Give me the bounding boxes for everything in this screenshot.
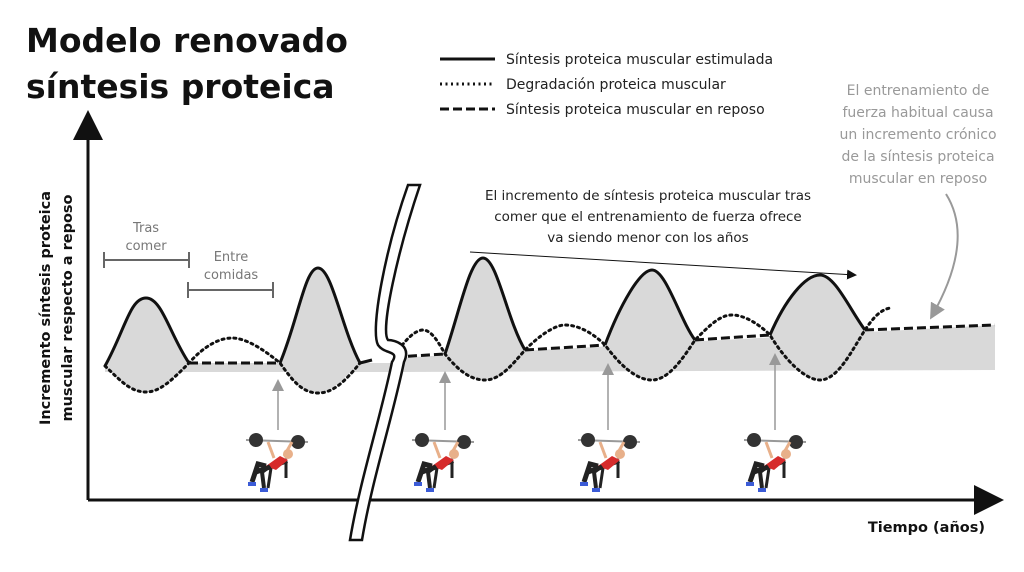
y-axis-label-line-2: muscular respecto a reposo — [60, 194, 76, 421]
bracket-after-eating — [103, 252, 190, 268]
bench-press-icon — [578, 433, 640, 492]
chronic-line-2: fuerza habitual causa — [842, 105, 993, 121]
bench-press-icon — [246, 433, 308, 492]
trend-line-1: El incremento de síntesis proteica muscu… — [485, 188, 811, 204]
legend-label-rest: Síntesis proteica muscular en reposo — [506, 102, 765, 118]
axis-break — [348, 183, 422, 542]
legend-label-degradation: Degradación proteica muscular — [506, 77, 726, 93]
bench-press-icon — [412, 433, 474, 492]
bracket-between-meals-line-1: Entre — [214, 250, 249, 265]
trend-arrow — [469, 251, 857, 280]
title-line-2: síntesis proteica — [26, 67, 335, 106]
bracket-between-meals-line-2: comidas — [204, 268, 259, 283]
trend-line-3: va siendo menor con los años — [547, 230, 748, 246]
degradation-line — [103, 306, 892, 395]
chronic-line-5: muscular en reposo — [849, 171, 987, 187]
rest-band-left — [105, 363, 395, 372]
bracket-after-eating-line-1: Tras — [132, 221, 159, 236]
legend-label-stimulated: Síntesis proteica muscular estimulada — [506, 52, 773, 68]
training-arrows — [272, 353, 781, 430]
y-axis-label-line-1: Incremento síntesis proteica — [38, 191, 54, 425]
bracket-between-meals — [187, 282, 274, 298]
trend-line-2: comer que el entrenamiento de fuerza ofr… — [494, 209, 801, 225]
title-line-1: Modelo renovado — [26, 21, 348, 60]
chronic-arrow — [930, 193, 959, 320]
chronic-annotation: El entrenamiento de fuerza habitual caus… — [839, 83, 996, 187]
chronic-line-4: de la síntesis proteica — [841, 149, 994, 165]
chronic-line-3: un incremento crónico — [839, 127, 996, 143]
chronic-line-1: El entrenamiento de — [847, 83, 990, 99]
trend-annotation: El incremento de síntesis proteica muscu… — [485, 188, 811, 246]
legend: Síntesis proteica muscular estimulada De… — [440, 52, 773, 118]
x-axis-label: Tiempo (años) — [868, 520, 985, 536]
stimulated-synthesis-line — [103, 256, 867, 367]
bench-press-icon — [744, 433, 806, 492]
bracket-after-eating-line-2: comer — [125, 239, 167, 254]
